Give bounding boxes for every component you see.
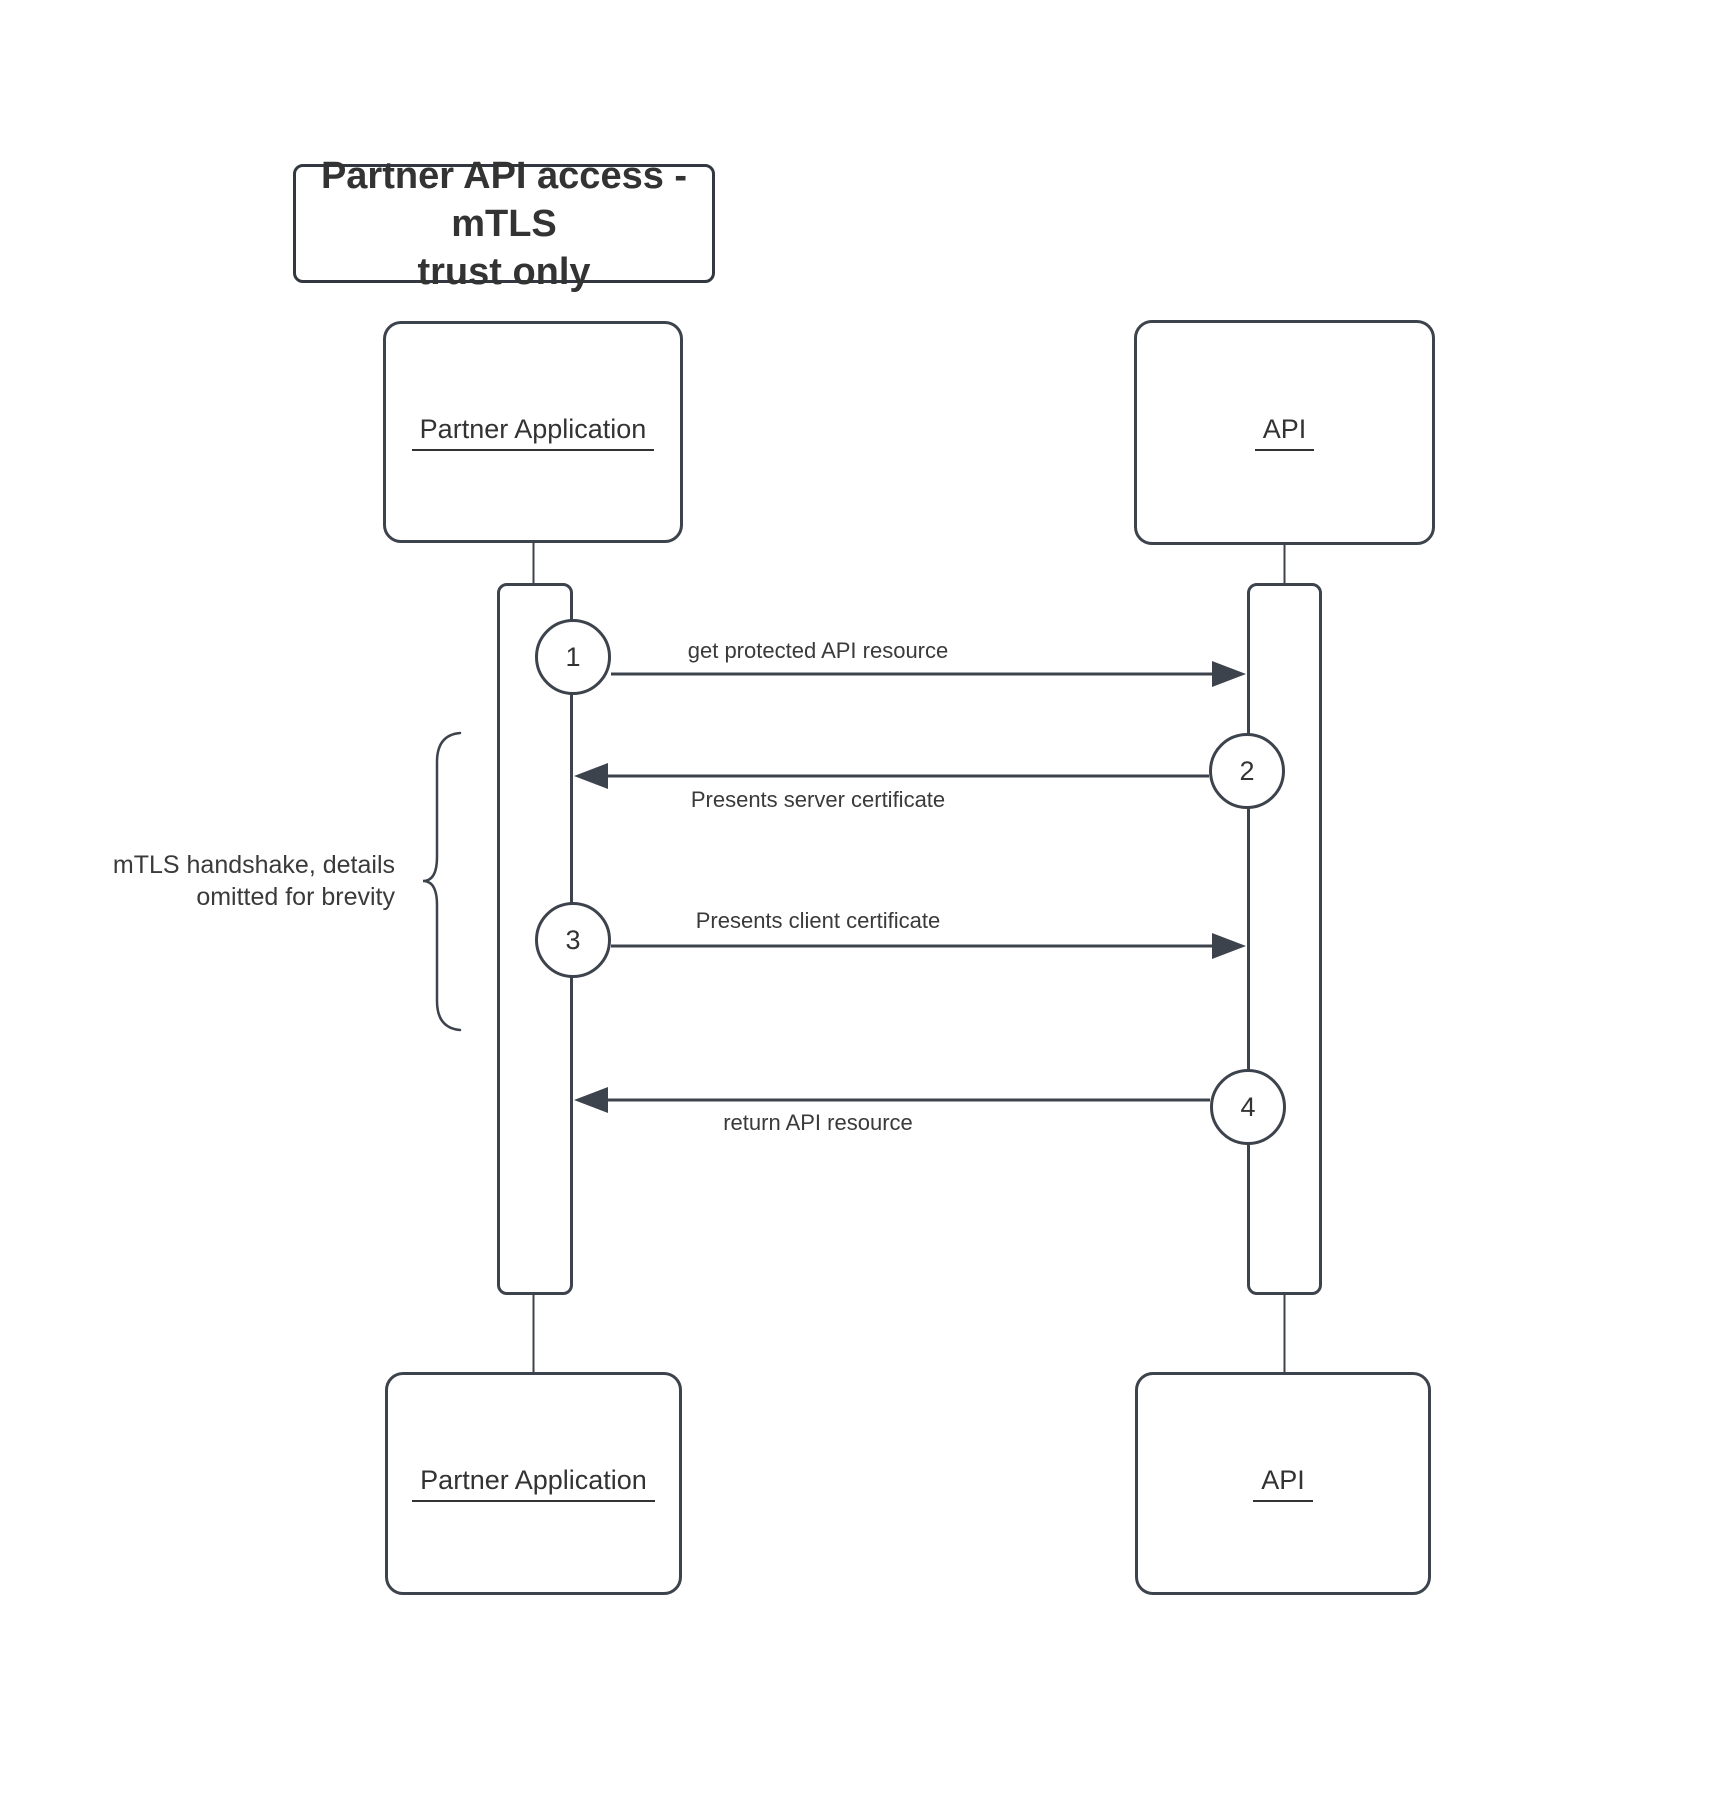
step-1-number: 1 (565, 641, 581, 672)
diagram-title: Partner API access - mTLS trust only (293, 155, 715, 293)
curly-brace-icon (422, 731, 462, 1032)
step-3-number: 3 (565, 924, 581, 955)
step-4-badge: 4 (1210, 1069, 1286, 1145)
step-1-badge: 1 (535, 619, 611, 695)
mtls-annotation-line2: omitted for brevity (196, 883, 395, 911)
step-2-number: 2 (1239, 755, 1255, 786)
message-2-arrowhead-left-icon (574, 763, 608, 789)
message-2-label: Presents server certificate (690, 787, 946, 812)
actor-label-partner-bottom: Partner Application (412, 1465, 655, 1502)
mtls-annotation-line1: mTLS handshake, details (112, 851, 395, 879)
actor-box-api-top: API (1134, 320, 1435, 545)
actor-box-partner-top: Partner Application (383, 321, 683, 543)
message-3-arrowhead-right-icon (1212, 933, 1246, 959)
message-3-label: Presents client certificate (695, 908, 941, 933)
step-2-badge: 2 (1209, 733, 1285, 809)
diagram-title-line1: Partner API access - mTLS (320, 154, 688, 245)
message-4-arrowhead-left-icon (574, 1087, 608, 1113)
actor-box-api-bottom: API (1135, 1372, 1431, 1595)
step-4-number: 4 (1240, 1091, 1256, 1122)
message-4-label: return API resource (723, 1110, 913, 1135)
mtls-annotation: mTLS handshake, details omitted for brev… (95, 849, 395, 913)
actor-label-api-bottom: API (1253, 1465, 1313, 1502)
actor-label-api-top: API (1254, 414, 1315, 451)
message-1-label: get protected API resource (687, 638, 949, 663)
actor-box-partner-bottom: Partner Application (385, 1372, 682, 1595)
message-1-arrowhead-right-icon (1212, 661, 1246, 687)
actor-label-partner-top: Partner Application (411, 414, 655, 451)
activation-bar-api (1247, 583, 1322, 1295)
diagram-title-line2: trust only (417, 250, 591, 293)
step-3-badge: 3 (535, 902, 611, 978)
